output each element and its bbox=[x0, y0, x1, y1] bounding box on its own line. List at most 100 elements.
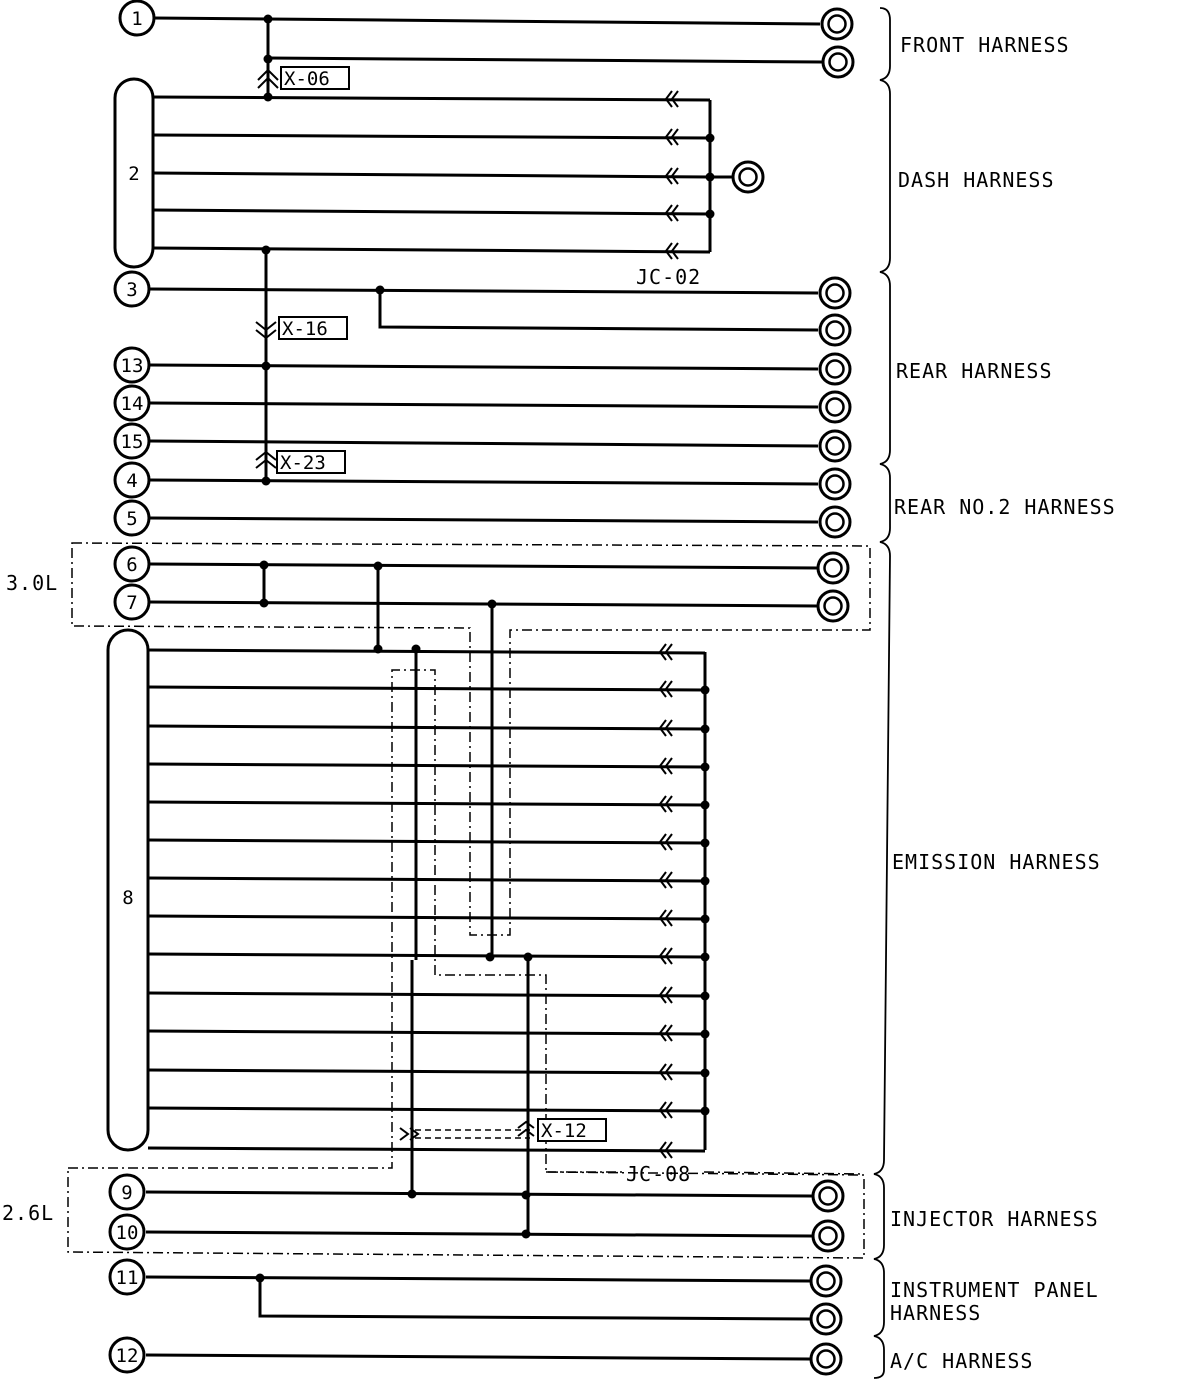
emission-wire bbox=[147, 724, 706, 731]
ground-terminals bbox=[731, 7, 855, 1376]
junction-chevrons bbox=[658, 90, 679, 1159]
svg-text:9: 9 bbox=[121, 1182, 132, 1204]
svg-text:3: 3 bbox=[126, 279, 137, 301]
jc08-leader bbox=[546, 1171, 865, 1175]
junction-chevron-icon bbox=[658, 643, 673, 661]
harness-instrument-panel-line2: HARNESS bbox=[890, 1301, 981, 1325]
connector-5: 5 bbox=[113, 499, 151, 537]
emission-splice-dot bbox=[700, 762, 710, 772]
harness-front: FRONT HARNESS bbox=[900, 33, 1070, 57]
ground-terminal-icon bbox=[816, 589, 850, 623]
emission-wire bbox=[147, 762, 706, 769]
junction-chevron-icon bbox=[658, 1063, 673, 1081]
harness-ac: A/C HARNESS bbox=[890, 1349, 1033, 1373]
svg-text:11: 11 bbox=[116, 1267, 139, 1289]
box-3-0l bbox=[71, 542, 871, 936]
tag-x06: X-06 bbox=[280, 66, 350, 90]
jc02-label: JC-02 bbox=[636, 265, 701, 289]
harness-rear-no2: REAR NO.2 HARNESS bbox=[894, 495, 1116, 519]
emission-wire bbox=[147, 914, 706, 921]
junction-chevron-icon bbox=[658, 1024, 673, 1042]
ground-terminal-icon bbox=[731, 160, 765, 194]
svg-text:1: 1 bbox=[131, 8, 142, 30]
x12-dashed-link bbox=[415, 1129, 530, 1139]
ground-terminal-icon bbox=[818, 313, 852, 347]
emission-wire bbox=[147, 991, 706, 998]
emission-splice-dot bbox=[700, 800, 710, 810]
junction-chevron-icon bbox=[658, 833, 673, 851]
svg-text:X-16: X-16 bbox=[282, 318, 328, 340]
ground-terminal-icon bbox=[818, 390, 852, 424]
emission-wire bbox=[147, 685, 706, 692]
tag-x23: X-23 bbox=[276, 450, 346, 474]
emission-wire bbox=[147, 1106, 706, 1113]
ground-terminal-icon bbox=[818, 276, 852, 310]
ground-terminal-icon bbox=[818, 467, 852, 501]
connector-7: 7 bbox=[113, 583, 151, 621]
connector-9: 9 bbox=[108, 1173, 146, 1211]
connector-10: 10 bbox=[108, 1213, 146, 1251]
emission-wires bbox=[147, 648, 710, 1153]
emission-splice-dot bbox=[700, 876, 710, 886]
ground-terminal-icon bbox=[818, 505, 852, 539]
emission-splice-dot bbox=[700, 1029, 710, 1039]
jc08-label: JC-08 bbox=[626, 1162, 691, 1186]
ground-terminal-icon bbox=[809, 1342, 843, 1376]
connector-4: 4 bbox=[113, 461, 151, 499]
ground-terminal-icon bbox=[818, 429, 852, 463]
junction-chevron-icon bbox=[658, 719, 673, 737]
junction-chevron-icon bbox=[664, 204, 679, 222]
engine-label-2-6l: 2.6L bbox=[2, 1201, 54, 1225]
harness-rear: REAR HARNESS bbox=[896, 359, 1053, 383]
emission-wire bbox=[147, 648, 706, 655]
ground-terminal-icon bbox=[818, 352, 852, 386]
ground-terminal-icon bbox=[820, 7, 854, 41]
connector-8-body bbox=[106, 628, 150, 1152]
emission-wire bbox=[147, 800, 706, 807]
junction-chevron-icon bbox=[664, 128, 679, 146]
connector-12: 12 bbox=[108, 1336, 146, 1374]
junction-chevron-icon bbox=[658, 680, 673, 698]
harness-emission: EMISSION HARNESS bbox=[892, 850, 1101, 874]
svg-text:14: 14 bbox=[121, 393, 144, 415]
harness-dash: DASH HARNESS bbox=[898, 168, 1055, 192]
emission-splice-dot bbox=[700, 952, 710, 962]
harness-injector: INJECTOR HARNESS bbox=[890, 1207, 1099, 1231]
engine-label-3-0l: 3.0L bbox=[6, 571, 58, 595]
emission-splice-dot bbox=[700, 1106, 710, 1116]
connector-13: 13 bbox=[113, 346, 151, 384]
splice-dots bbox=[255, 14, 715, 1283]
emission-wire bbox=[147, 1068, 706, 1075]
ground-terminal-icon bbox=[809, 1264, 843, 1298]
harness-braces bbox=[873, 7, 891, 1379]
junction-chevron-icon bbox=[658, 947, 673, 965]
ground-terminal-icon bbox=[809, 1302, 843, 1336]
junction-chevron-icon bbox=[658, 795, 673, 813]
junction-chevron-icon bbox=[658, 986, 673, 1004]
engine-variant-boxes bbox=[67, 542, 871, 1259]
box-2-6l bbox=[67, 669, 865, 1259]
svg-text:X-06: X-06 bbox=[284, 68, 330, 90]
connector-3: 3 bbox=[113, 270, 151, 308]
emission-splice-dot bbox=[700, 838, 710, 848]
junction-chevron-icon bbox=[658, 871, 673, 889]
emission-wire bbox=[147, 952, 706, 959]
junction-chevron-icon bbox=[658, 1101, 673, 1119]
ground-terminal-icon bbox=[811, 1179, 845, 1213]
ground-terminal-icon bbox=[811, 1219, 845, 1253]
emission-wire bbox=[147, 838, 706, 845]
junction-chevron-icon bbox=[664, 167, 679, 185]
connector-8-label: 8 bbox=[122, 887, 133, 909]
emission-splice-dot bbox=[700, 991, 710, 1001]
svg-text:6: 6 bbox=[126, 554, 137, 576]
splice-marks bbox=[255, 68, 535, 1141]
emission-splice-dot bbox=[700, 685, 710, 695]
ground-terminal-icon bbox=[821, 45, 855, 79]
junction-chevron-icon bbox=[664, 242, 679, 260]
connector-2-body bbox=[113, 77, 155, 269]
emission-splice-dot bbox=[700, 724, 710, 734]
junction-chevron-icon bbox=[658, 757, 673, 775]
connector-1: 1 bbox=[118, 0, 156, 37]
connector-14: 14 bbox=[113, 384, 151, 422]
